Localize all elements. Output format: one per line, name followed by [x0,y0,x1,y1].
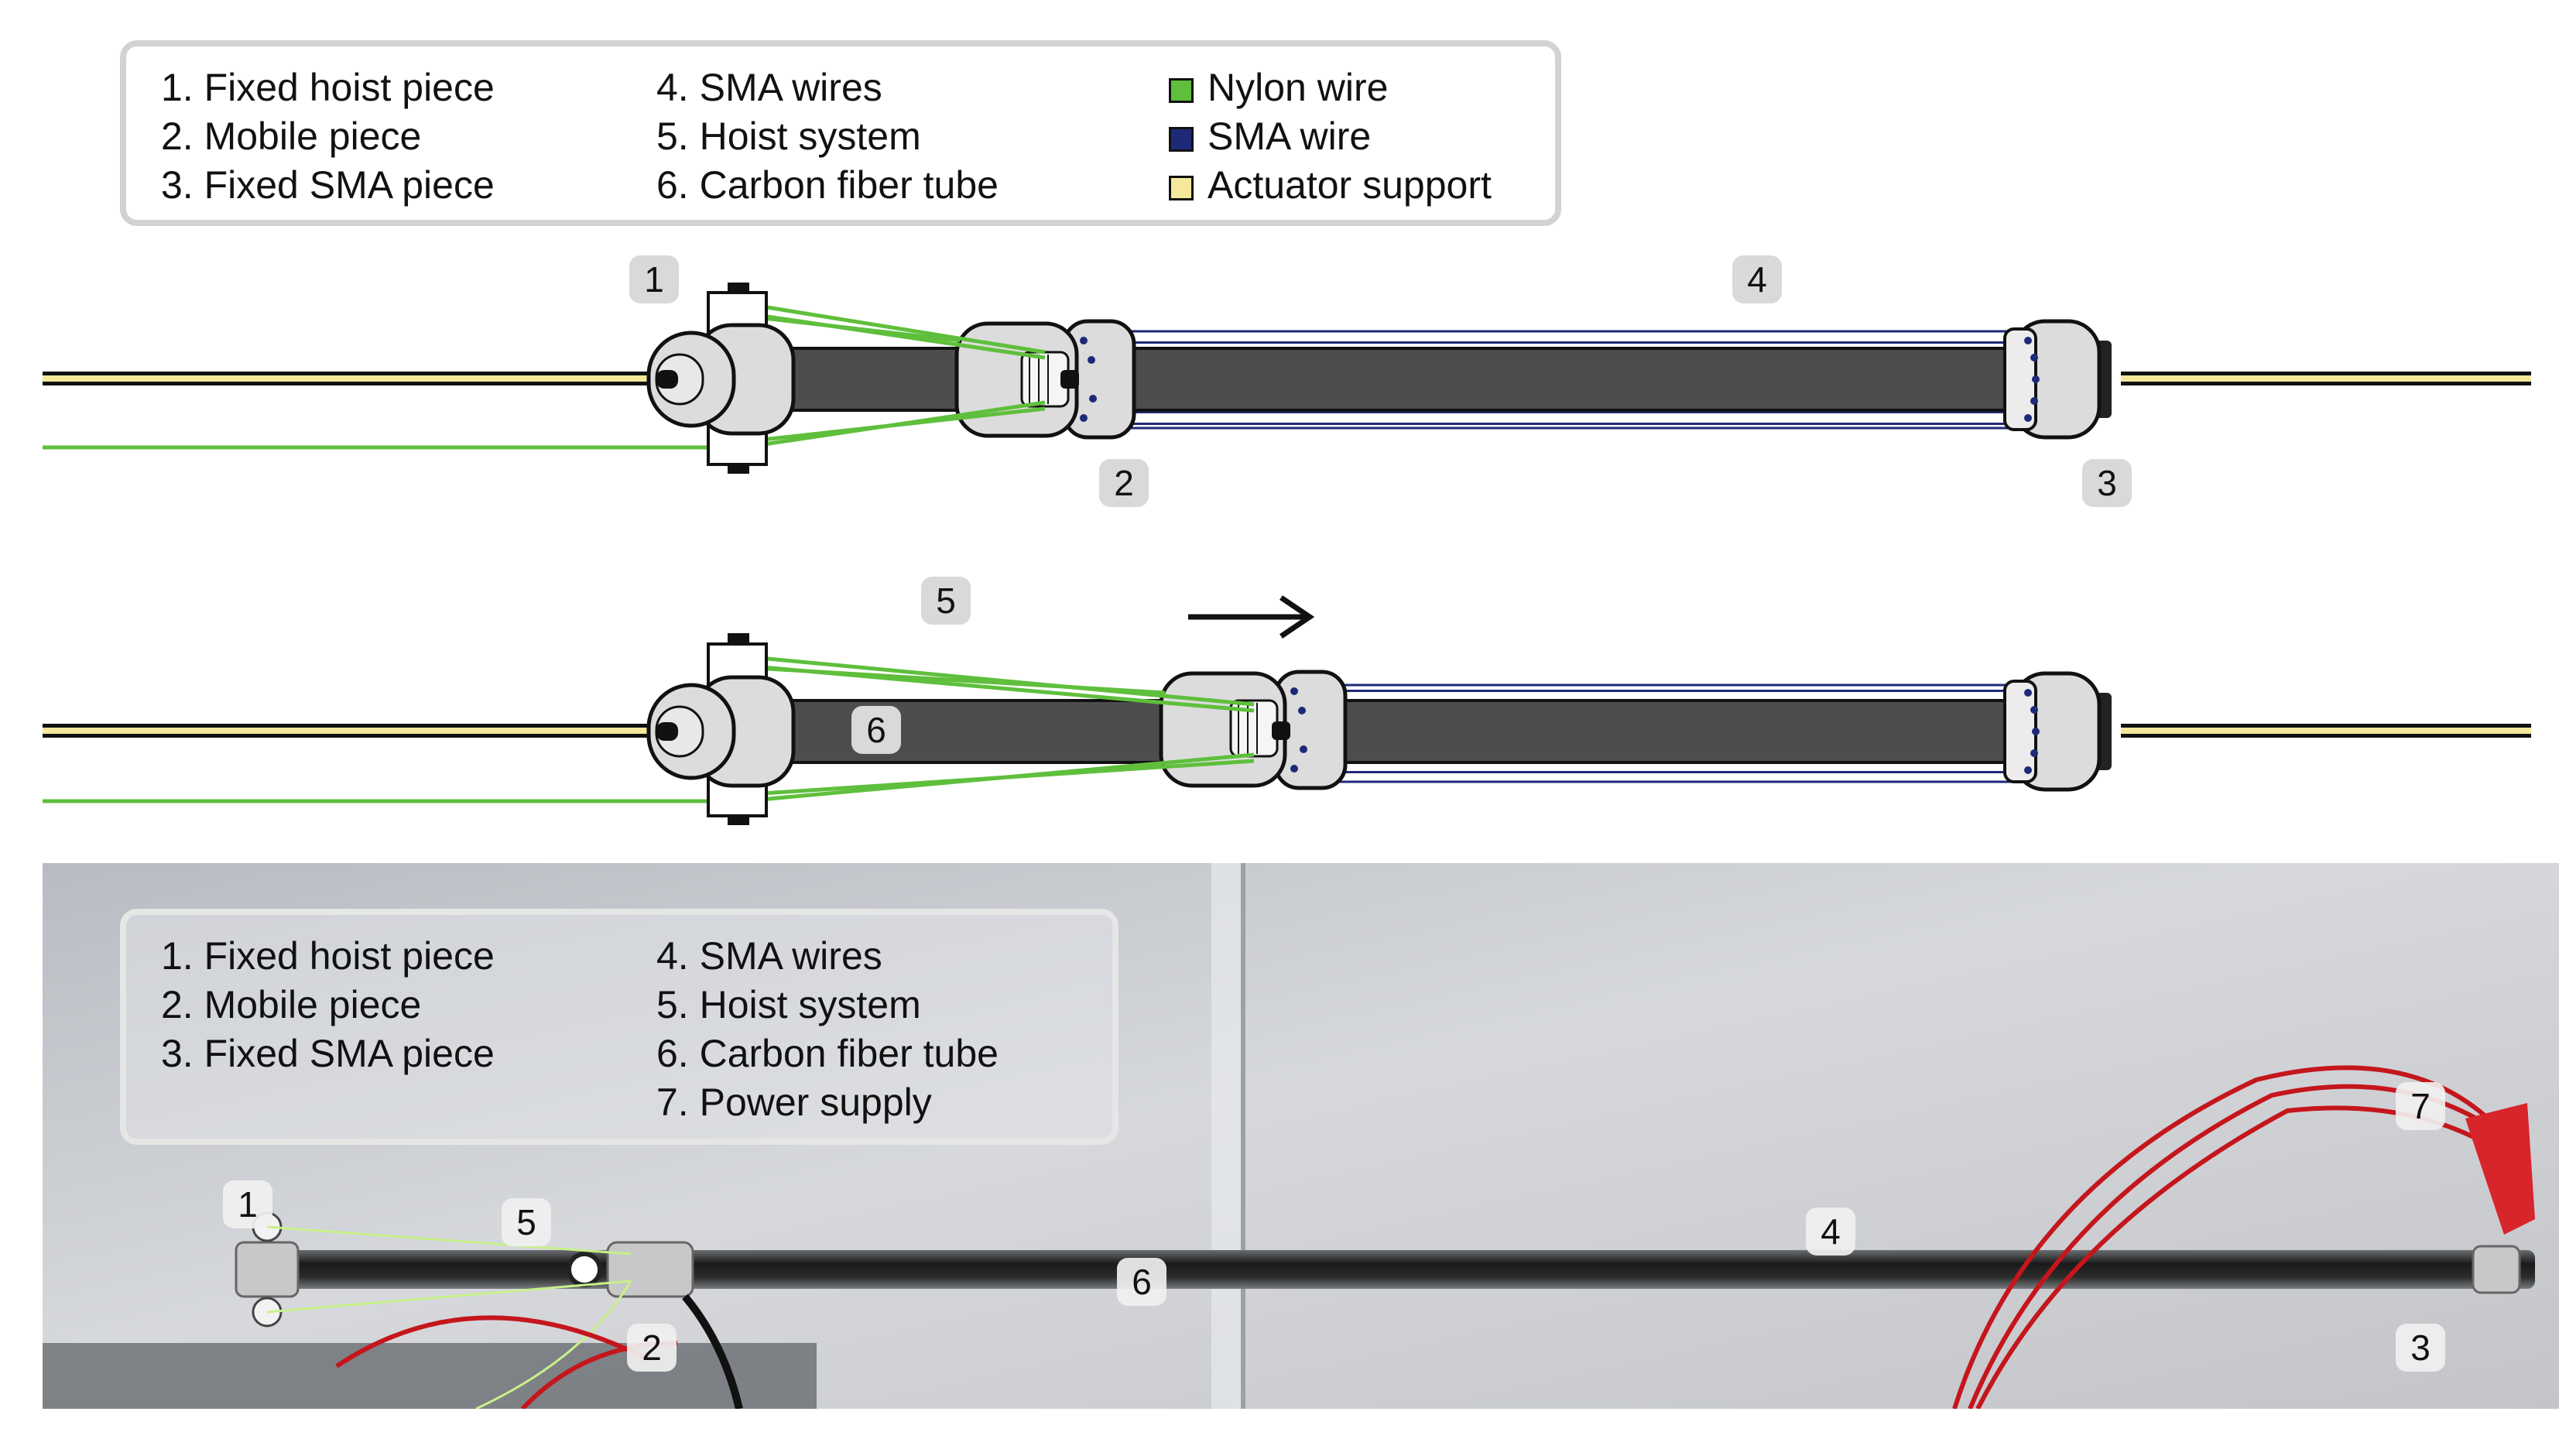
carbon-fiber-tube-2 [772,699,2045,764]
sma-swatch [1169,127,1194,152]
legend-item-hoist-system: 5. Hoist system [656,115,921,158]
actuator-state-initial [43,283,2531,474]
legend-photo-col2: 4. SMA wires 5. Hoist system 6. Carbon f… [656,932,999,1127]
label-mobile-piece-top: 2 [1099,459,1149,507]
photo-legend-power-supply: 7. Power supply [656,1081,932,1124]
legend-color-key: Nylon wire SMA wire Actuator support [1169,63,1492,210]
label-fixed-hoist-top: 1 [629,255,679,303]
nylon-swatch [1169,78,1194,103]
legend-top-parts-col2: 4. SMA wires 5. Hoist system 6. Carbon f… [656,63,999,210]
fixed-hoist-piece [646,283,796,474]
photo-legend-fixed-hoist: 1. Fixed hoist piece [161,934,495,978]
label-fixed-sma-top: 3 [2082,459,2132,507]
label-carbon-tube: 6 [851,706,901,754]
legend-photo-col1: 1. Fixed hoist piece 2. Mobile piece 3. … [161,932,495,1078]
legend-item-mobile-piece: 2. Mobile piece [161,115,422,158]
legend-photo: 1. Fixed hoist piece 2. Mobile piece 3. … [120,909,1118,1145]
legend-key-support: Actuator support [1169,161,1492,210]
legend-top-parts-col1: 1. Fixed hoist piece 2. Mobile piece 3. … [161,63,495,210]
mobile-piece [954,319,1136,440]
photo-label-fixed-hoist: 1 [223,1180,272,1228]
photo-legend-hoist-system: 5. Hoist system [656,983,921,1026]
label-hoist-system: 5 [921,577,971,625]
photo-carbon-tube [252,1250,2535,1289]
legend-item-fixed-sma: 3. Fixed SMA piece [161,163,495,207]
hoist-nylon-wires [742,301,1046,450]
photo-legend-sma-wires: 4. SMA wires [656,934,882,978]
hoist-nylon-wires-2 [742,654,1255,803]
desk-clutter [43,1343,817,1409]
actuator-state-actuated [43,633,2531,825]
photo-label-power-supply: 7 [2396,1082,2445,1130]
label-sma-wires-top: 4 [1732,255,1782,303]
photo-nylon-wires [266,1225,632,1409]
actuator-schematic [43,283,2531,825]
photo-label-sma-wires: 4 [1806,1208,1855,1256]
fixed-sma-piece-2 [2003,671,2112,792]
photo-legend-carbon-tube: 6. Carbon fiber tube [656,1032,999,1075]
mobile-piece-2 [1159,670,1348,790]
legend-top: 1. Fixed hoist piece 2. Mobile piece 3. … [120,40,1561,226]
actuator-support-left [43,372,662,385]
photo-fixed-sma [2472,1245,2521,1294]
support-swatch [1169,176,1194,200]
legend-key-sma: SMA wire [1169,112,1492,161]
photo-label-hoist-system: 5 [502,1198,551,1246]
photo-label-mobile-piece: 2 [627,1324,677,1372]
legend-item-fixed-hoist: 1. Fixed hoist piece [161,66,495,109]
photo-black-wire [682,1293,743,1409]
photo-label-carbon-tube: 6 [1117,1258,1166,1306]
alligator-clip [2465,1103,2535,1235]
legend-key-sma-label: SMA wire [1208,115,1372,158]
arrow-right-icon [1188,595,1315,639]
photo-legend-mobile-piece: 2. Mobile piece [161,983,422,1026]
actuator-support-right-2 [2121,724,2531,738]
legend-item-sma-wires: 4. SMA wires [656,66,882,109]
photo-label-fixed-sma: 3 [2396,1324,2445,1372]
actuator-support-left-2 [43,724,662,738]
legend-item-carbon-tube: 6. Carbon fiber tube [656,163,999,207]
fixed-hoist-piece-2 [646,633,796,825]
fixed-sma-piece [2003,319,2112,440]
photo-legend-fixed-sma: 3. Fixed SMA piece [161,1032,495,1075]
legend-key-nylon: Nylon wire [1169,63,1492,112]
legend-key-nylon-label: Nylon wire [1208,66,1389,109]
actuator-support-right [2121,372,2531,385]
legend-key-support-label: Actuator support [1208,163,1492,207]
